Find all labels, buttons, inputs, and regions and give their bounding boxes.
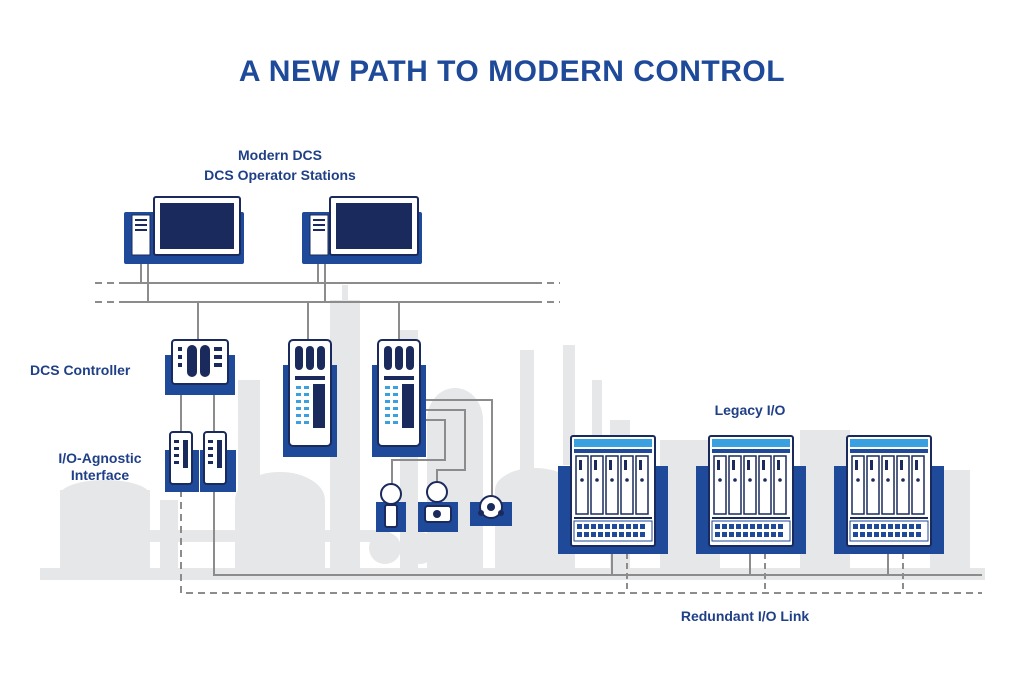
label-redundant-io-link: Redundant I/O Link bbox=[680, 608, 810, 624]
field-device-flow-meter bbox=[418, 481, 458, 532]
operator-workstation-2 bbox=[302, 196, 422, 264]
field-device-transmitter bbox=[376, 483, 406, 532]
network-bus bbox=[95, 262, 982, 594]
label-modern-dcs: Modern DCS bbox=[238, 147, 322, 163]
label-io-agnostic-line1: I/O-Agnostic bbox=[58, 450, 142, 466]
label-io-agnostic-line2: Interface bbox=[70, 467, 130, 483]
io-agnostic-interface-2 bbox=[200, 431, 236, 492]
legacy-io-rack-1 bbox=[558, 435, 668, 554]
legacy-io-rack-2 bbox=[696, 435, 806, 554]
label-operator-stations: DCS Operator Stations bbox=[204, 167, 356, 183]
operator-workstation-1 bbox=[124, 196, 244, 264]
dcs-controller bbox=[165, 339, 235, 395]
io-agnostic-interface-1 bbox=[165, 431, 199, 492]
page-title: A NEW PATH TO MODERN CONTROL bbox=[238, 55, 786, 88]
tall-controller-1 bbox=[283, 339, 337, 457]
label-legacy-io: Legacy I/O bbox=[714, 402, 786, 418]
label-dcs-controller: DCS Controller bbox=[30, 362, 131, 378]
field-device-valve bbox=[470, 495, 512, 526]
tall-controller-2 bbox=[372, 339, 426, 457]
legacy-io-rack-3 bbox=[834, 435, 944, 554]
